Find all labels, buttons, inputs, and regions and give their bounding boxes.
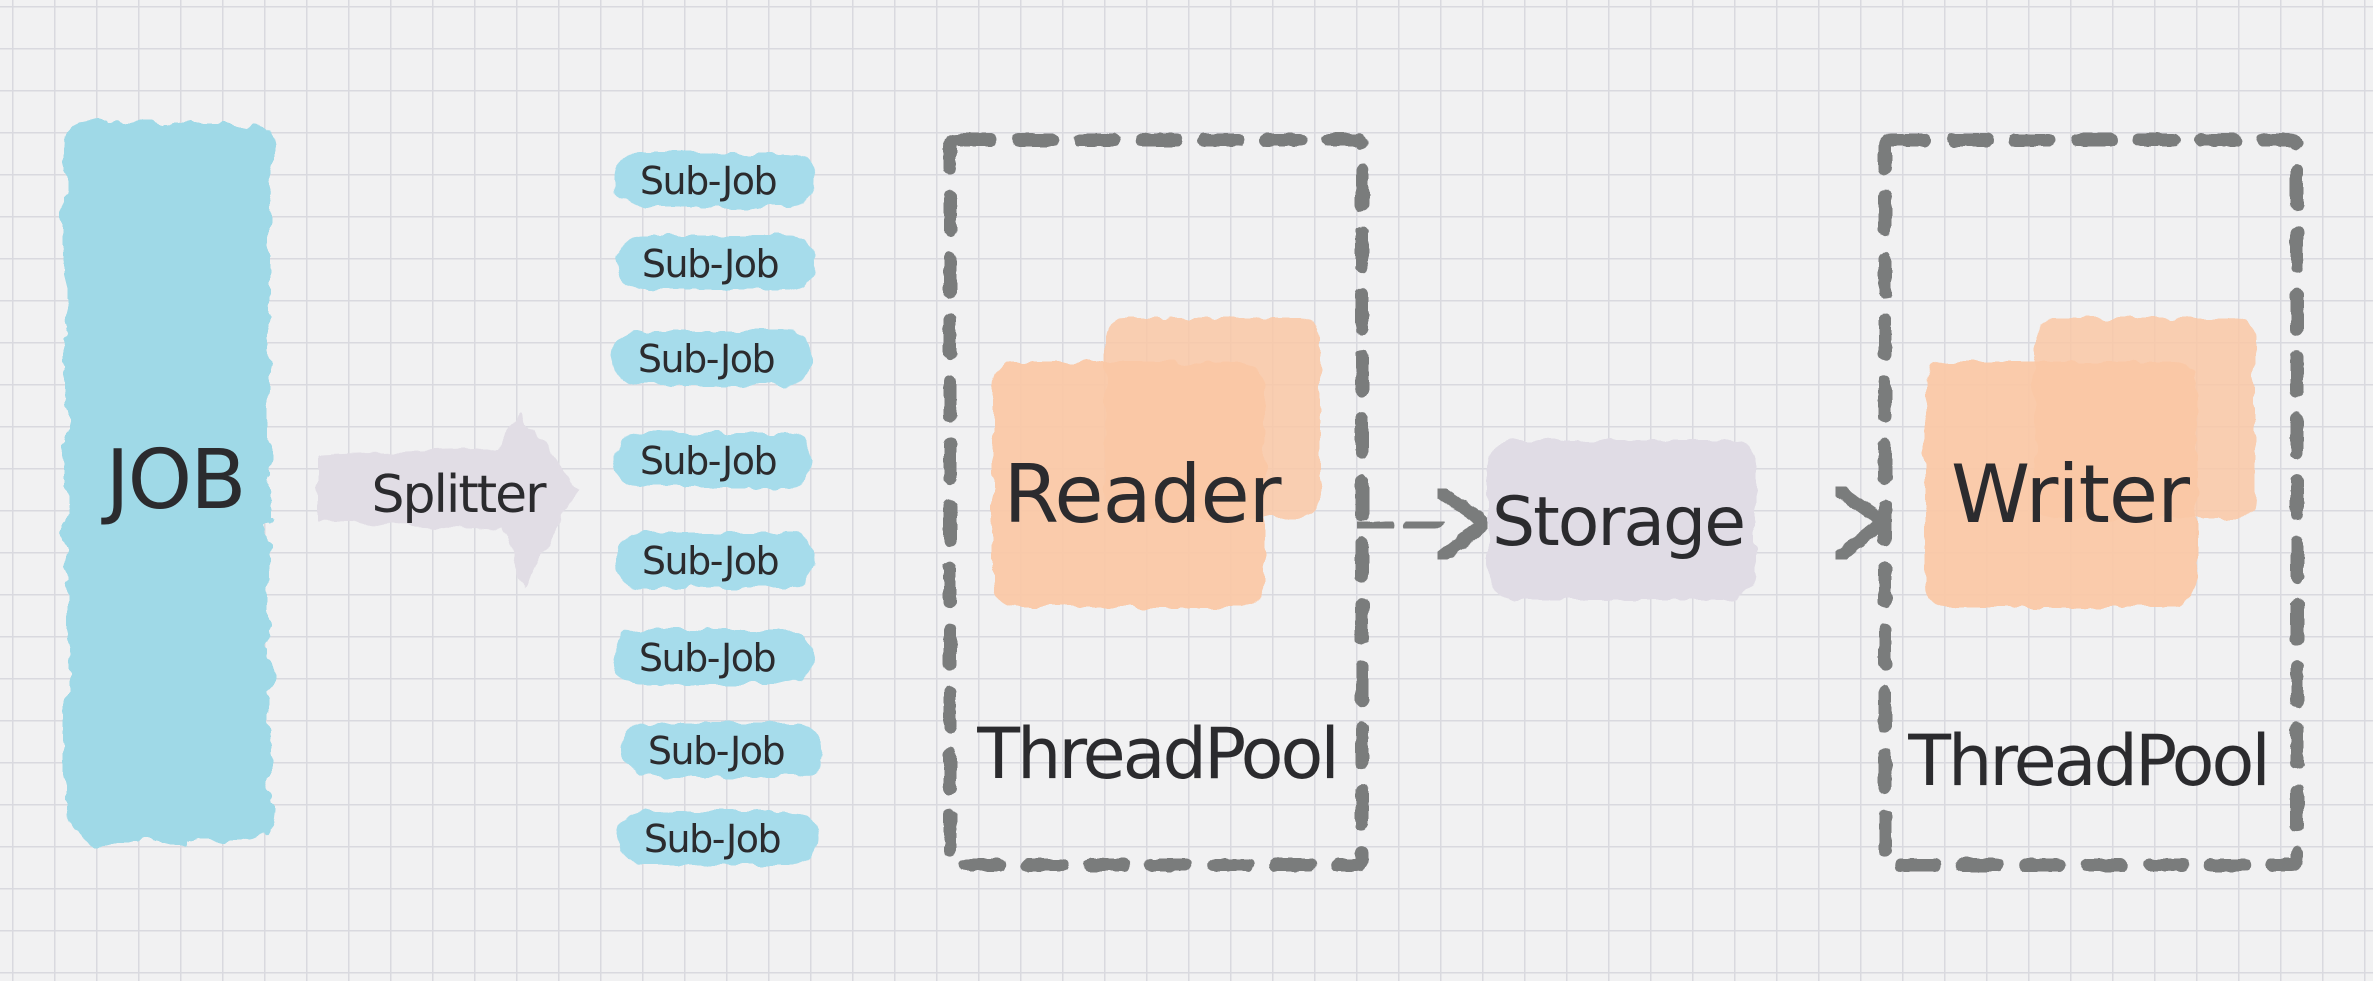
sub-job-label: Sub-Job bbox=[639, 636, 776, 680]
reader-to-storage-line bbox=[1356, 516, 1464, 535]
sub-job-item: Sub-Job bbox=[622, 723, 822, 777]
job-node: JOB bbox=[65, 122, 270, 842]
sub-job-pill bbox=[613, 630, 813, 684]
sub-job-item: Sub-Job bbox=[614, 433, 814, 487]
sub-job-item: Sub-Job bbox=[616, 533, 816, 587]
writer-label: Writer bbox=[1951, 448, 2190, 541]
sub-job-item: Sub-Job bbox=[618, 811, 818, 865]
sub-job-pill bbox=[614, 433, 814, 487]
storage-to-writer-arrow bbox=[1749, 483, 1890, 563]
job-label: JOB bbox=[101, 433, 245, 528]
sub-job-pill bbox=[614, 153, 814, 207]
job-watercolor-block bbox=[65, 122, 270, 842]
sub-job-pill bbox=[618, 811, 818, 865]
sub-job-label: Sub-Job bbox=[640, 159, 777, 203]
reader-to-storage-arrow bbox=[1356, 485, 1492, 563]
sub-job-item: Sub-Job bbox=[612, 331, 812, 385]
reader-worker-block bbox=[993, 362, 1265, 607]
reader-label: Reader bbox=[1003, 448, 1281, 541]
writer-pool-dashed-border bbox=[1878, 133, 2304, 872]
sub-job-pill bbox=[616, 533, 816, 587]
writer-pool-label: ThreadPool bbox=[1907, 720, 2268, 802]
reader-pool-label: ThreadPool bbox=[976, 713, 1337, 795]
sub-job-label: Sub-Job bbox=[638, 337, 775, 381]
storage-node: Storage bbox=[1488, 440, 1756, 600]
sub-job-pill bbox=[612, 331, 812, 385]
sub-job-item: Sub-Job bbox=[616, 236, 816, 290]
reader-pool-dashed-border bbox=[943, 133, 1369, 872]
sub-job-list: Sub-JobSub-JobSub-JobSub-JobSub-JobSub-J… bbox=[612, 153, 822, 865]
storage-label: Storage bbox=[1492, 483, 1744, 562]
sub-job-label: Sub-Job bbox=[642, 539, 779, 583]
storage-block bbox=[1488, 440, 1756, 600]
sub-job-pill bbox=[616, 236, 816, 290]
splitter-label: Splitter bbox=[371, 465, 547, 525]
writer-worker-block bbox=[1925, 362, 2197, 607]
reader-to-storage-arrowhead bbox=[1433, 485, 1492, 563]
sub-job-pill bbox=[622, 723, 822, 777]
sub-job-item: Sub-Job bbox=[614, 153, 814, 207]
sub-job-label: Sub-Job bbox=[642, 242, 779, 286]
sub-job-label: Sub-Job bbox=[640, 439, 777, 483]
splitter-arrow-shape bbox=[318, 412, 578, 588]
sub-job-label: Sub-Job bbox=[644, 817, 781, 861]
sub-job-label: Sub-Job bbox=[648, 729, 785, 773]
sub-job-item: Sub-Job bbox=[613, 630, 813, 684]
reader-threadpool: Reader ThreadPool bbox=[943, 133, 1369, 872]
splitter-node: Splitter bbox=[318, 412, 578, 588]
writer-threadpool: Writer ThreadPool bbox=[1878, 133, 2304, 872]
